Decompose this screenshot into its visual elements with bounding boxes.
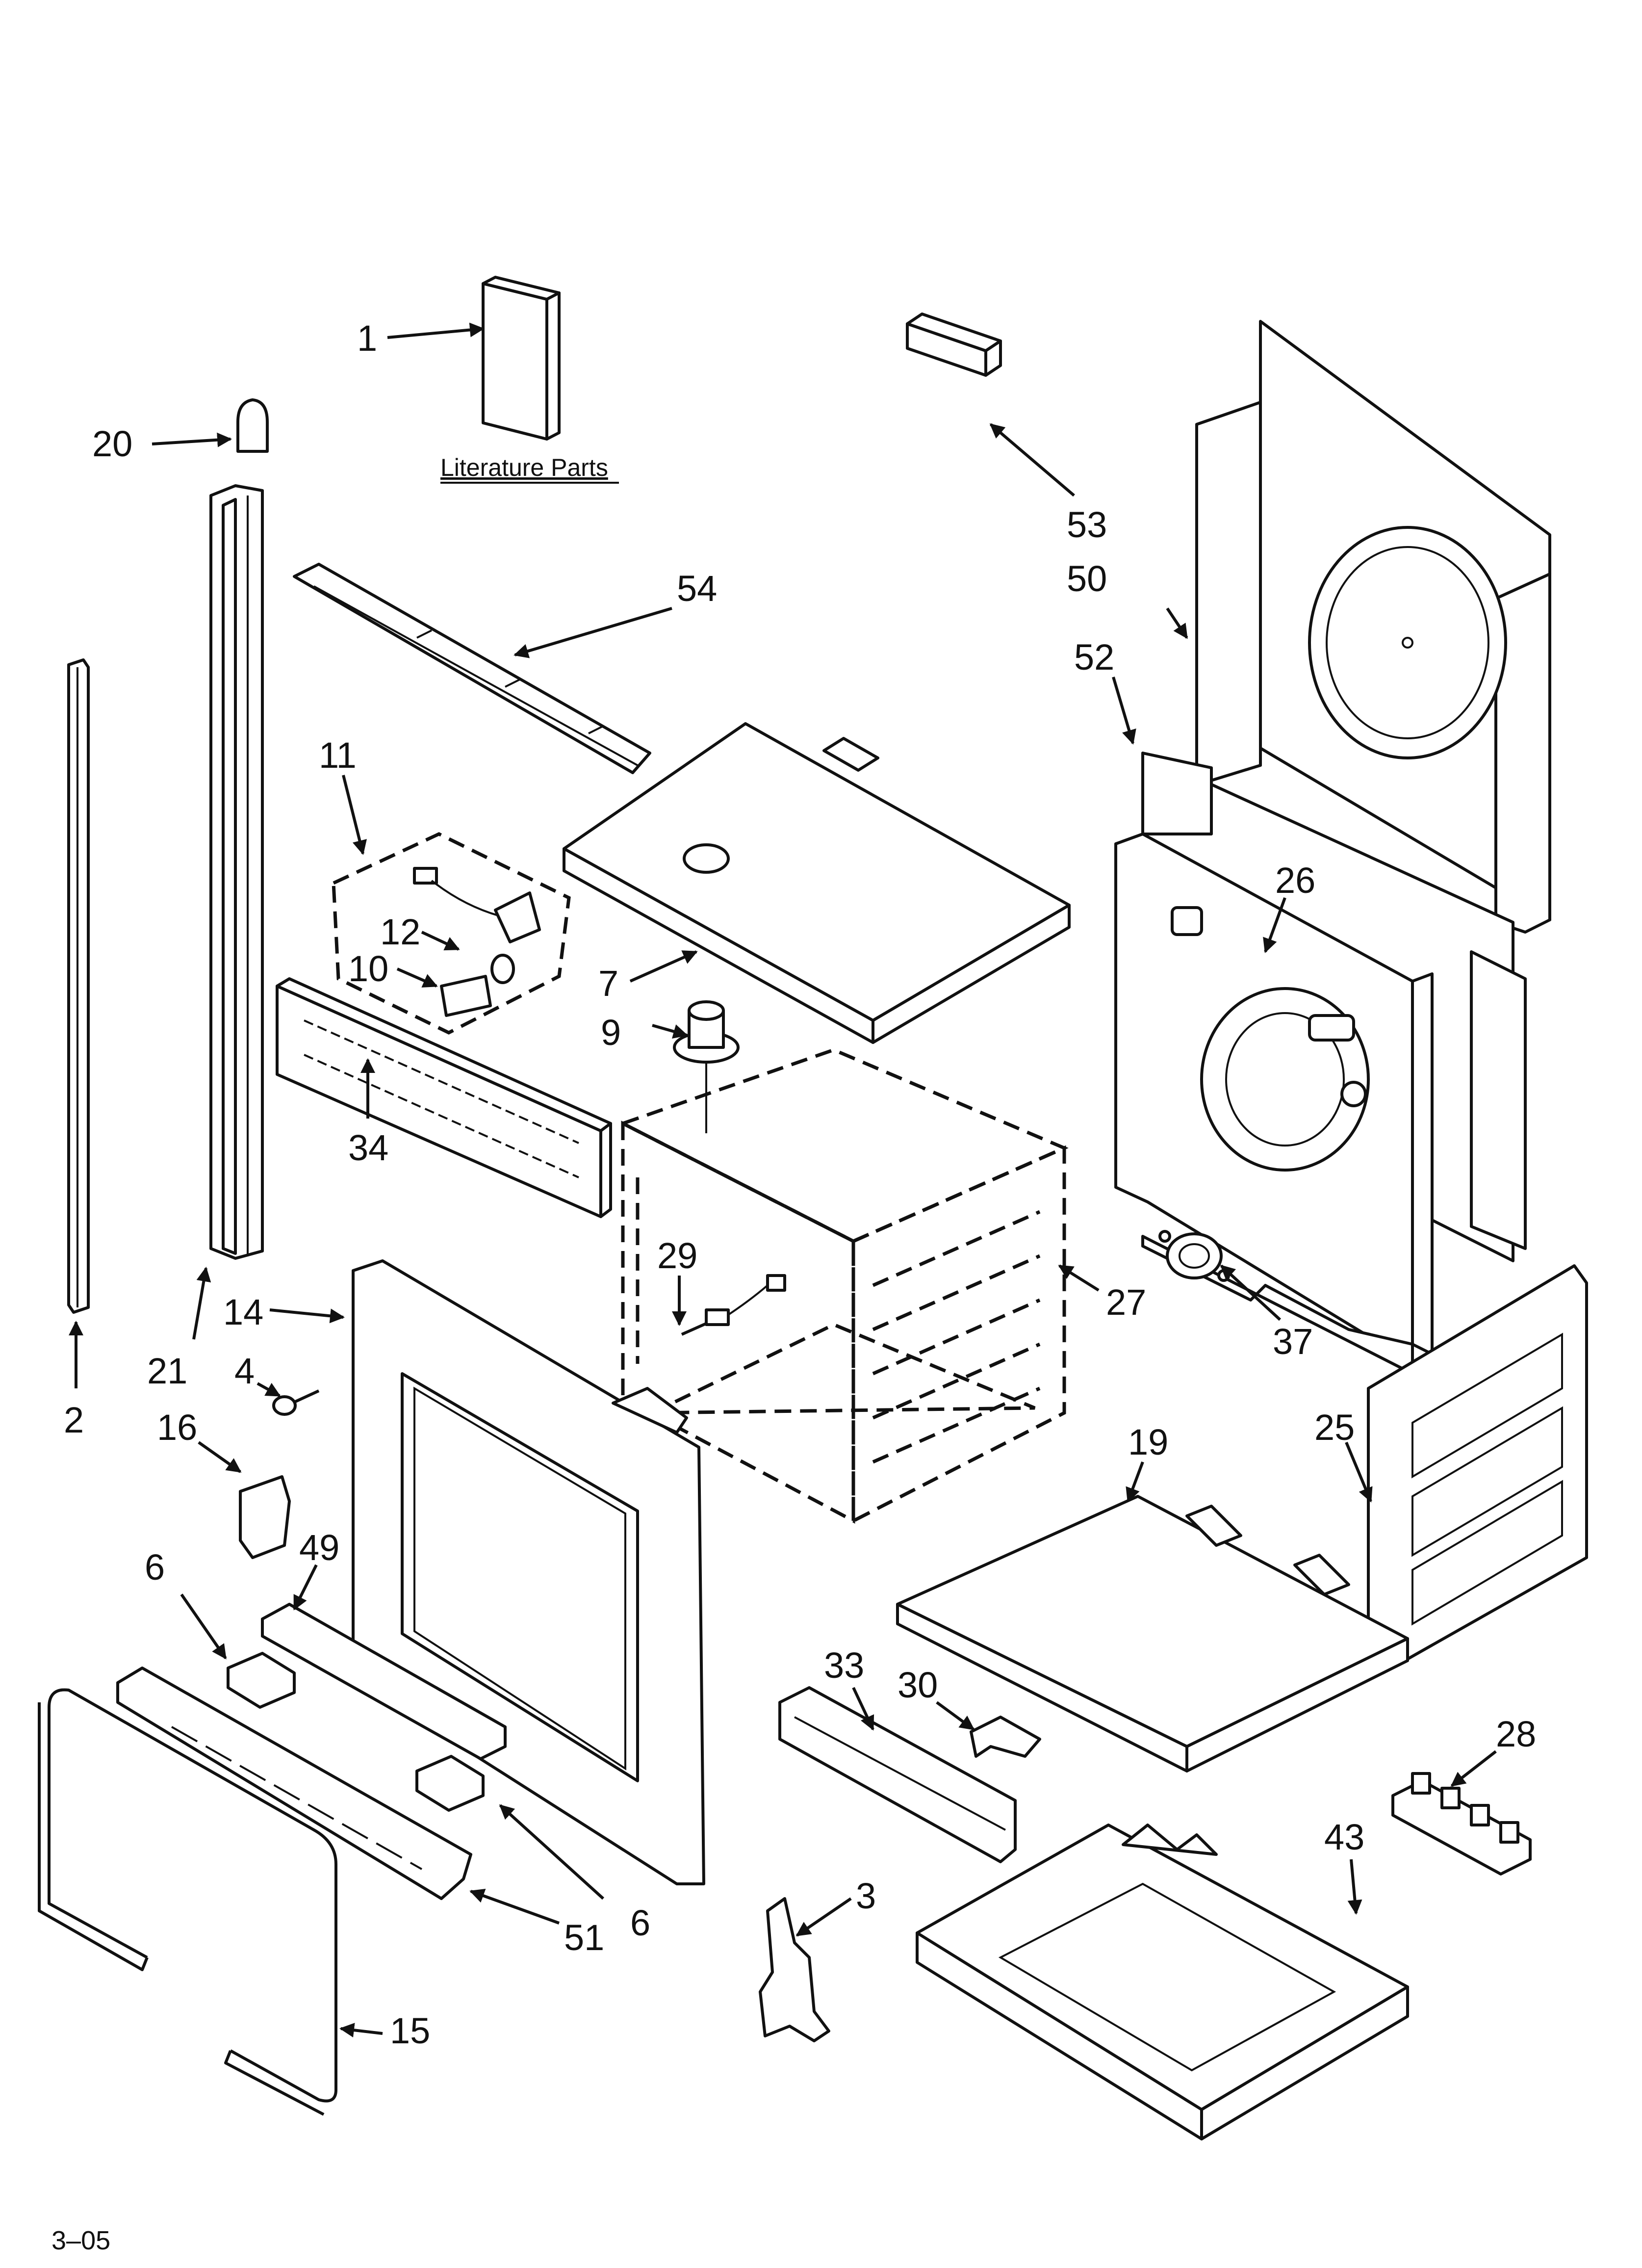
callout-51: 51	[564, 1917, 604, 1958]
callout-6a: 6	[145, 1547, 165, 1588]
part-front-frame-14	[352, 1259, 705, 1885]
callout-19: 19	[1128, 1422, 1168, 1462]
callout-14: 14	[223, 1292, 263, 1332]
callout-2: 2	[64, 1400, 84, 1440]
part-hinge-bracket-3	[759, 1897, 830, 2042]
part-spacer-6b	[415, 1755, 485, 1812]
callout-21: 21	[147, 1351, 187, 1391]
callout-16: 16	[157, 1407, 197, 1448]
callout-29: 29	[657, 1235, 697, 1276]
callout-7: 7	[598, 963, 618, 1004]
page-code: 3–05	[51, 2226, 110, 2255]
callout-52: 52	[1074, 637, 1114, 678]
callout-28: 28	[1496, 1714, 1536, 1754]
leader-lines	[69, 322, 1497, 2038]
callout-11: 11	[319, 735, 357, 776]
part-vent-grille-34	[276, 977, 612, 1218]
callout-labels: 1 20 53 50 54 52 11 26 12 10 7 9 34 29 2…	[64, 318, 1536, 2051]
callout-3: 3	[856, 1876, 876, 1916]
callout-49: 49	[299, 1527, 339, 1568]
callout-30: 30	[898, 1665, 938, 1705]
part-lower-trim-51	[116, 1667, 472, 1900]
part-channel-33	[778, 1686, 1017, 1863]
part-end-cap	[236, 398, 269, 453]
part-heater-plate-26	[1114, 833, 1434, 1375]
part-floor-cover-19	[896, 1495, 1409, 1773]
callout-43: 43	[1324, 1817, 1364, 1857]
callout-9: 9	[601, 1012, 621, 1053]
part-oven-cavity-27	[618, 1048, 1069, 1524]
callout-20: 20	[92, 423, 132, 464]
part-element-29	[681, 1274, 786, 1336]
callout-1: 1	[357, 318, 377, 359]
part-literature-book	[482, 276, 561, 441]
callout-6b: 6	[630, 1903, 650, 1943]
part-gasket-15	[38, 1688, 337, 2116]
part-side-panel-25	[1367, 1264, 1588, 1674]
callout-15: 15	[390, 2010, 430, 2051]
part-bracket-30	[970, 1716, 1041, 1758]
part-vent-duct-54	[293, 563, 651, 774]
callout-37: 37	[1273, 1321, 1313, 1362]
part-trim-bar-49	[261, 1603, 507, 1760]
callout-26: 26	[1275, 860, 1315, 901]
callout-34: 34	[348, 1127, 388, 1168]
part-rear-panel-50	[1195, 320, 1551, 934]
callout-25: 25	[1314, 1407, 1355, 1448]
part-side-trim-21	[209, 484, 264, 1260]
part-spacer-6a	[227, 1652, 296, 1709]
part-screw-4	[272, 1389, 320, 1416]
part-insulation-block-53	[906, 313, 1002, 377]
part-base-pan-43	[916, 1824, 1409, 2140]
callout-53: 53	[1067, 504, 1107, 545]
callout-50: 50	[1067, 558, 1107, 599]
callout-33: 33	[824, 1645, 864, 1686]
callout-27: 27	[1106, 1282, 1146, 1323]
part-sensor-9	[673, 1000, 740, 1133]
part-vertical-strip-2	[67, 658, 90, 1314]
part-top-panel-7	[563, 722, 1071, 1044]
callout-10: 10	[348, 948, 388, 989]
part-thermostat-37	[1158, 1230, 1230, 1282]
literature-parts-caption: Literature Parts	[440, 454, 608, 481]
part-light-assembly-11	[332, 832, 571, 1035]
callout-12: 12	[380, 912, 420, 952]
part-hinge-16	[239, 1475, 291, 1559]
callout-4: 4	[234, 1351, 255, 1391]
part-terminal-block-28	[1391, 1772, 1532, 1876]
callout-54: 54	[677, 568, 717, 609]
